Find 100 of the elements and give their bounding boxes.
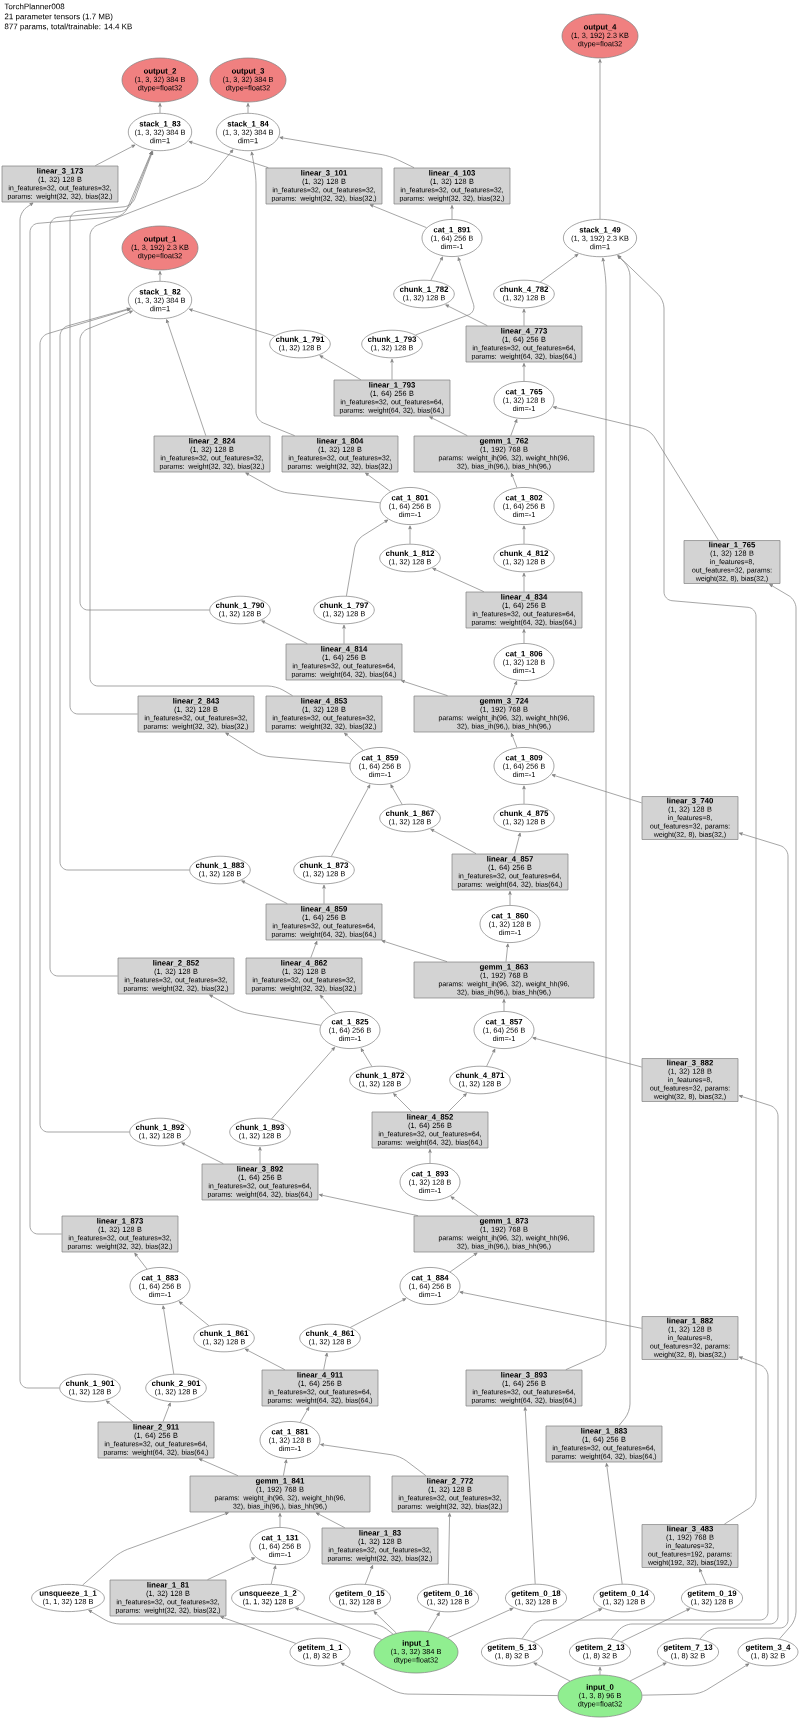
arrow <box>381 940 448 962</box>
arrow <box>522 525 526 545</box>
arrow <box>246 102 250 114</box>
arrow <box>598 1666 602 1675</box>
arrow <box>344 732 364 751</box>
arrow <box>342 624 346 644</box>
arrow <box>620 1608 691 1643</box>
arrow <box>415 257 475 336</box>
arrow <box>510 472 518 488</box>
arrow <box>445 304 488 326</box>
arrow <box>319 355 362 380</box>
arrow <box>188 140 269 168</box>
arrow <box>450 204 454 220</box>
arrow <box>449 1252 478 1273</box>
arrow <box>365 472 391 492</box>
arrow <box>532 1036 642 1068</box>
arrow <box>699 1568 707 1585</box>
arrow <box>430 828 477 854</box>
arrow <box>532 1608 603 1643</box>
arrow <box>278 1512 282 1528</box>
arrow <box>261 620 308 644</box>
arrow <box>432 568 485 592</box>
arrow <box>459 1290 642 1329</box>
arrow <box>598 58 602 220</box>
arrow <box>522 308 526 326</box>
arrow <box>521 1356 769 1639</box>
arrow <box>522 362 526 382</box>
arrow <box>323 1352 328 1370</box>
arrow <box>322 884 326 904</box>
arrow <box>401 680 448 696</box>
arrow <box>502 998 506 1012</box>
arrow <box>610 1095 779 1640</box>
arrow <box>225 732 351 764</box>
arrow <box>39 308 131 1133</box>
arrow <box>448 1093 467 1112</box>
arrow <box>523 1406 536 1585</box>
arrow <box>295 1607 383 1640</box>
arrow <box>390 784 403 805</box>
arrow <box>510 418 518 436</box>
arrow <box>769 583 797 1640</box>
arrow <box>508 890 512 906</box>
arrow <box>605 1462 623 1585</box>
arrow <box>373 1611 397 1634</box>
arrow <box>617 255 757 1525</box>
arrow <box>360 1048 373 1067</box>
arrow <box>522 572 526 592</box>
arrow <box>450 1196 479 1216</box>
arrow <box>158 270 162 282</box>
arrow <box>82 1512 229 1586</box>
arrow <box>552 406 719 541</box>
arrow <box>198 1458 239 1476</box>
arrow <box>522 785 526 805</box>
arrow <box>617 255 631 1426</box>
arrow <box>539 253 579 283</box>
arrow <box>134 1252 148 1270</box>
arrow <box>408 525 412 545</box>
arrow <box>350 1298 407 1328</box>
arrow <box>220 1616 297 1644</box>
arrow <box>428 1148 432 1164</box>
arrow <box>310 940 318 958</box>
arrow <box>390 358 394 380</box>
arrow <box>162 1402 171 1422</box>
arrow <box>319 994 337 1014</box>
arrow <box>514 832 521 854</box>
arrow <box>340 1662 558 1696</box>
arrow <box>181 1142 224 1164</box>
arrow <box>94 144 136 166</box>
arrow <box>369 204 427 229</box>
arrow <box>346 519 389 597</box>
arrow <box>69 151 154 715</box>
arrow <box>299 1406 310 1423</box>
arrow <box>365 1564 374 1585</box>
arrow <box>250 151 296 436</box>
arrow <box>427 1612 440 1632</box>
arrow <box>393 1093 412 1112</box>
arrow <box>315 1512 346 1528</box>
arrow <box>331 784 371 857</box>
arrow <box>158 102 162 114</box>
arrow <box>430 256 443 281</box>
arrow <box>429 416 468 436</box>
arrow <box>533 1662 571 1682</box>
arrow <box>79 310 210 611</box>
arrow <box>207 1557 256 1580</box>
arrow <box>486 1048 496 1067</box>
arrow <box>29 150 153 1235</box>
arrow <box>320 1443 427 1476</box>
arrow <box>505 943 510 962</box>
arrow <box>565 257 607 1370</box>
arrow <box>447 1512 452 1585</box>
arrow <box>447 1607 514 1639</box>
arrow <box>629 1662 667 1682</box>
arrow <box>244 1348 286 1370</box>
arrow <box>166 319 207 436</box>
arrow <box>19 202 60 1389</box>
arrow <box>49 151 153 977</box>
arrow <box>209 994 321 1026</box>
arrow <box>270 1565 277 1585</box>
arrow <box>88 1609 394 1635</box>
arrow <box>318 1193 419 1216</box>
arrow <box>161 1305 175 1375</box>
